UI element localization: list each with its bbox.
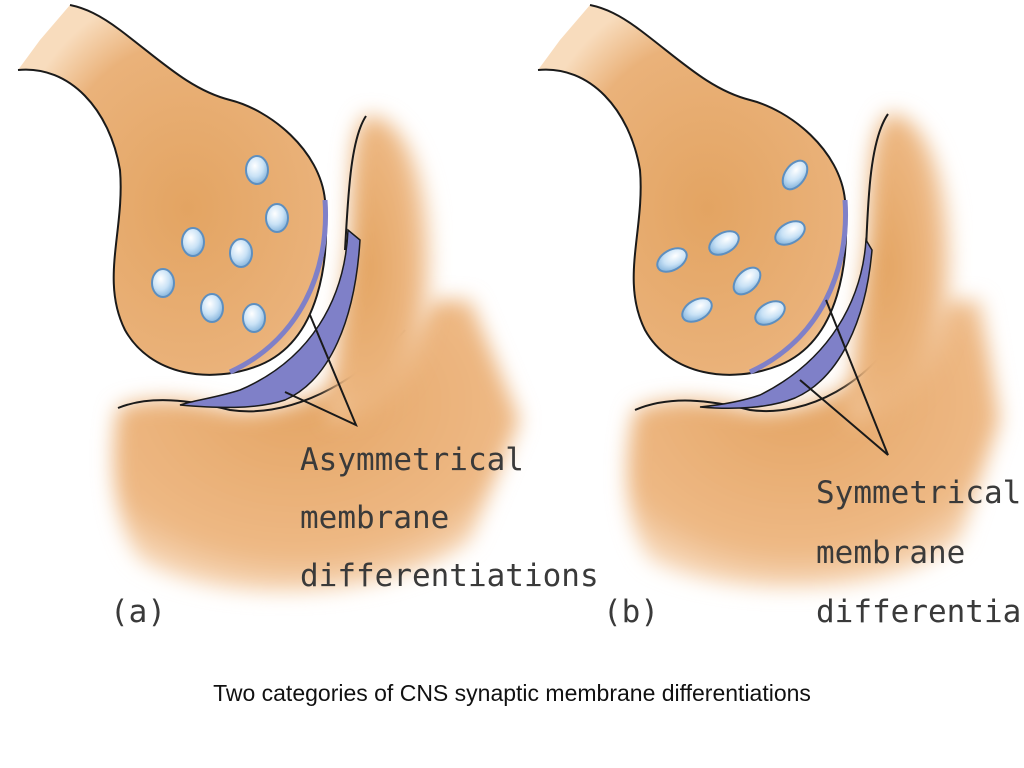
panel-a-label-line-2: membrane [300,500,449,536]
postsynaptic-dendrite-a [113,300,521,593]
synaptic-vesicle [781,159,809,191]
panel-a-label-line-3: differentiations [300,558,599,594]
postsynaptic-spine-b [850,113,953,421]
synaptic-vesicle [265,203,289,233]
synaptic-vesicle [754,300,786,326]
panel-a-label-line-1: Asymmetrical [300,442,524,478]
synaptic-vesicle [242,303,266,333]
postsynaptic-density-a [179,228,361,409]
synaptic-vesicle [681,297,713,323]
panel-b-label-line-3: differentia [816,594,1021,630]
postsynaptic-spine-a [330,115,433,420]
label-pointer-b [799,299,889,456]
panel-b: Symmetrical membrane differentia (b) [537,4,1021,630]
synaptic-vesicle [245,155,269,185]
synaptic-vesicle [774,220,806,246]
synaptic-vesicle [151,268,175,298]
synaptic-vesicle [656,247,688,273]
panel-a-tag: (a) [110,594,166,630]
postsynaptic-membrane-b [699,237,873,410]
presynaptic-terminal-b [538,5,847,375]
panel-b-tag: (b) [603,594,659,630]
panel-b-label-line-1: Symmetrical [816,475,1021,511]
presynaptic-terminal-a [18,5,327,375]
synaptic-vesicle [229,238,253,268]
synaptic-vesicle [181,227,205,257]
figure-caption: Two categories of CNS synaptic membrane … [213,680,811,706]
panel-b-label-line-2: membrane [816,535,965,571]
synaptic-vesicle [708,230,740,256]
panel-a: Asymmetrical membrane differentiations (… [17,4,599,630]
synaptic-vesicle [732,266,762,296]
synaptic-vesicle [200,293,224,323]
label-pointer-a [284,314,358,427]
